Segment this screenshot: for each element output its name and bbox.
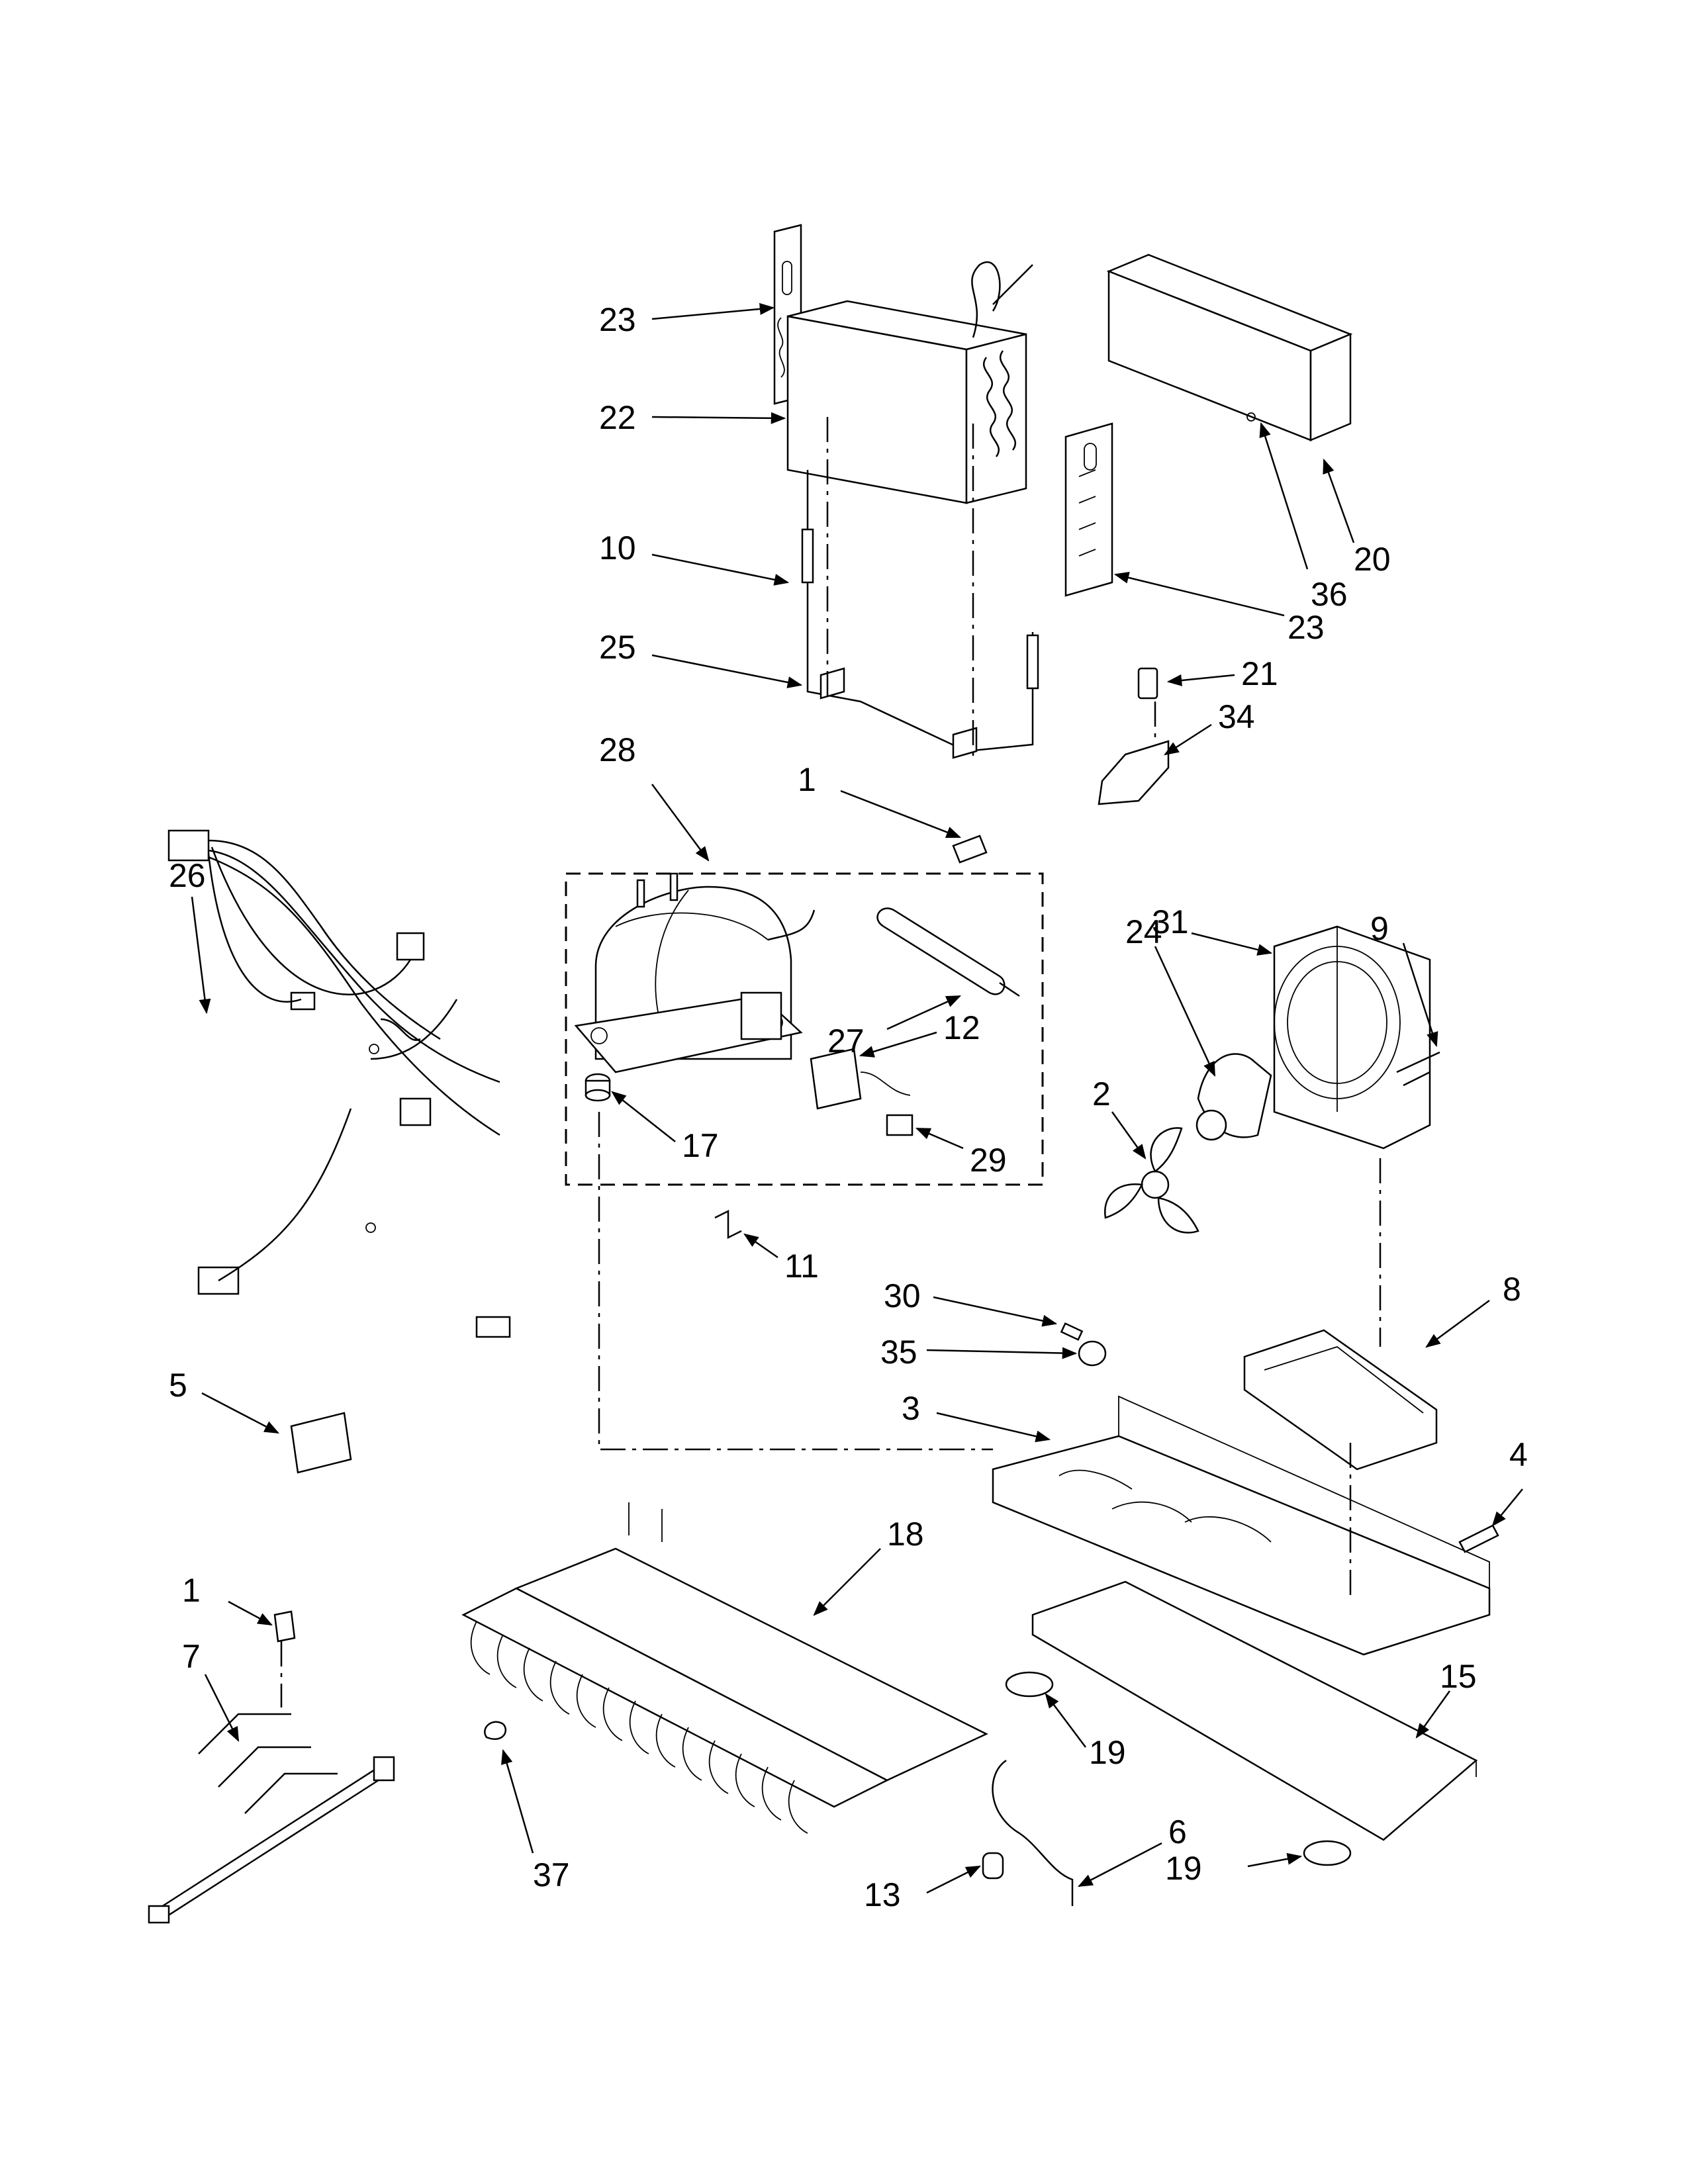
callout-23: 23	[1288, 609, 1325, 646]
clip-11-illustration	[714, 1209, 742, 1240]
foot-lower-illustration	[1303, 1840, 1352, 1866]
cover-illustration	[1106, 253, 1353, 441]
leader-arrows	[191, 302, 1523, 1894]
alignment-lines	[280, 417, 1382, 1707]
base-plate-illustration	[992, 1395, 1491, 1656]
screw-illustration	[952, 835, 988, 864]
drier-illustration	[876, 907, 1020, 997]
callout-4: 4	[1509, 1436, 1528, 1473]
wire-harness-illustration	[167, 829, 511, 1338]
callout-34: 34	[1218, 698, 1255, 735]
callout-8: 8	[1503, 1271, 1521, 1308]
callout-30: 30	[884, 1277, 921, 1314]
callout-12: 12	[943, 1009, 980, 1046]
bracket-8-illustration	[1243, 1329, 1438, 1471]
condenser-illustration	[461, 1502, 988, 1834]
callout-22: 22	[599, 399, 636, 436]
callout-37: 37	[533, 1856, 570, 1893]
callout-21: 21	[1241, 655, 1278, 692]
callout-7: 7	[182, 1638, 201, 1675]
callout-13: 13	[864, 1876, 901, 1913]
harness-7-illustration	[148, 1713, 395, 1924]
grommet-35-illustration	[1078, 1340, 1107, 1367]
fan-blade-illustration	[1104, 1127, 1199, 1234]
callout-19: 19	[1089, 1734, 1126, 1771]
callout-17: 17	[682, 1127, 719, 1164]
callout-10: 10	[599, 529, 636, 567]
callout-9: 9	[1370, 910, 1389, 947]
callout-29: 29	[970, 1142, 1007, 1179]
callout-18: 18	[887, 1516, 924, 1553]
callout-19: 19	[1165, 1850, 1202, 1887]
callout-28: 28	[599, 731, 636, 768]
callout-20: 20	[1354, 541, 1391, 578]
callout-2: 2	[1092, 1075, 1111, 1113]
callout-6: 6	[1168, 1813, 1187, 1850]
callouts: 23 22 10 25 20 36 23 21 34 28 1 27 12 17…	[169, 301, 1528, 1913]
plug-illustration	[1060, 1322, 1084, 1341]
callout-27: 27	[827, 1023, 865, 1060]
screw-4-illustration	[1458, 1524, 1499, 1553]
callout-3: 3	[902, 1390, 920, 1427]
callout-31: 31	[1152, 903, 1189, 940]
callout-5: 5	[169, 1367, 187, 1404]
screw-9-illustration	[1396, 1051, 1440, 1087]
wire-6-illustration	[992, 1759, 1074, 1906]
callout-25: 25	[599, 629, 636, 666]
fan-shroud-illustration	[1273, 925, 1431, 1150]
callout-1: 1	[182, 1572, 201, 1609]
callout-1: 1	[798, 761, 816, 798]
tube-illustration	[801, 470, 1039, 759]
evaporator-illustration	[773, 224, 1033, 504]
pad-illustration	[290, 1412, 352, 1474]
clip-illustration	[1098, 667, 1170, 805]
bracket-right-illustration	[1064, 422, 1113, 597]
callout-24: 24	[1125, 913, 1162, 950]
grommet-illustration	[585, 1073, 611, 1102]
overload-illustration	[886, 1114, 914, 1136]
callout-36: 36	[1311, 576, 1348, 613]
plug-13-illustration	[982, 1852, 1004, 1880]
callout-26: 26	[169, 857, 206, 894]
callout-15: 15	[1440, 1658, 1477, 1695]
relay-illustration	[810, 1048, 911, 1110]
compressor-illustration	[574, 872, 816, 1073]
screw-lower-illustration	[273, 1610, 296, 1643]
callout-35: 35	[880, 1334, 917, 1371]
foot-upper-illustration	[1005, 1671, 1054, 1698]
callout-23: 23	[599, 301, 636, 338]
fan-motor-illustration	[1196, 1053, 1272, 1141]
clip-37-illustration	[484, 1721, 507, 1740]
compressor-kit-box	[565, 872, 1044, 1186]
callout-11: 11	[784, 1248, 819, 1285]
drain-pan-illustration	[1031, 1580, 1478, 1841]
